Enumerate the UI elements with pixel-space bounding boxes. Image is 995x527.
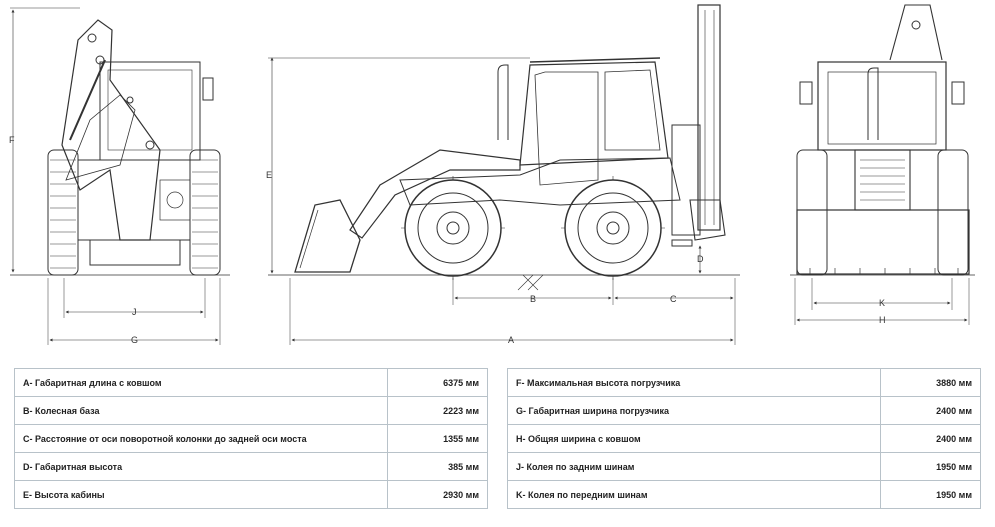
spec-row: C- Расстояние от оси поворотной колонки … (13, 424, 488, 453)
spec-value: 2930 мм (387, 480, 488, 509)
spec-value: 3880 мм (880, 368, 981, 397)
spec-label: F- Максимальная высота погрузчика (506, 368, 882, 397)
spec-value: 6375 мм (387, 368, 488, 397)
spec-label: H- Общяя ширина с ковшом (506, 424, 882, 453)
spec-label: G- Габаритная ширина погрузчика (506, 396, 882, 425)
side-view (268, 4, 740, 345)
spec-value: 2400 мм (880, 396, 981, 425)
spec-label: D- Габаритная высота (13, 452, 389, 481)
front-view (790, 4, 975, 325)
spec-label: C- Расстояние от оси поворотной колонки … (13, 424, 389, 453)
dim-label-B: B (530, 294, 536, 304)
spec-value: 385 мм (387, 452, 488, 481)
spec-label: J- Колея по задним шинам (506, 452, 882, 481)
spec-value: 1950 мм (880, 480, 981, 509)
spec-value: 1355 мм (387, 424, 488, 453)
dim-label-J: J (132, 307, 137, 317)
spec-label: A- Габаритная длина с ковшом (13, 368, 389, 397)
spec-label: K- Колея по передним шинам (506, 480, 882, 509)
technical-drawings: F J G (9, 4, 975, 345)
dim-label-K: K (879, 298, 885, 308)
dim-label-A: A (508, 335, 514, 345)
spec-value: 2223 мм (387, 396, 488, 425)
spec-label: E- Высота кабины (13, 480, 389, 509)
dim-label-D: D (697, 254, 704, 264)
spec-label: B- Колесная база (13, 396, 389, 425)
rear-view (10, 7, 230, 345)
spec-value: 2400 мм (880, 424, 981, 453)
drawing-canvas: F J G (9, 4, 975, 345)
dim-label-F: F (9, 135, 15, 145)
dim-label-H: H (879, 315, 886, 325)
dim-label-E: E (266, 170, 272, 180)
dim-label-G: G (131, 335, 138, 345)
dim-label-C: C (670, 294, 677, 304)
spec-value: 1950 мм (880, 452, 981, 481)
